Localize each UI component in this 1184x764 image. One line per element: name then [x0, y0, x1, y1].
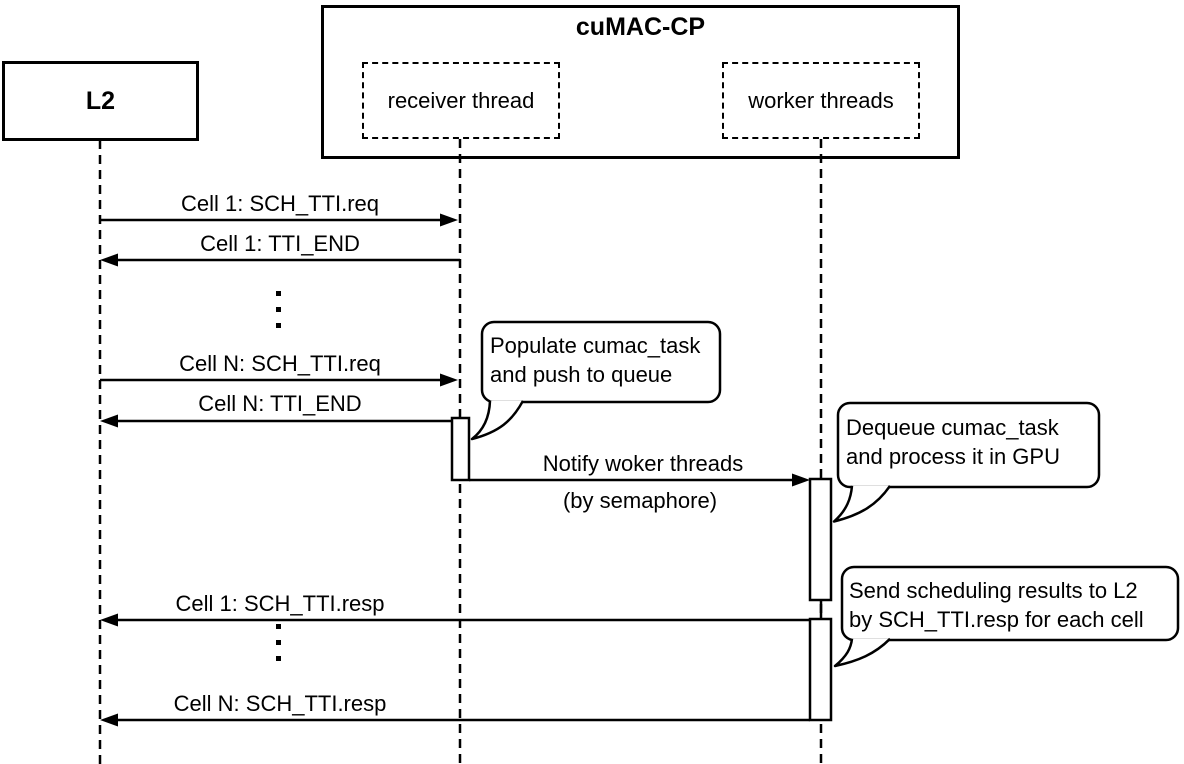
note-text-populate: Populate cumac_task and push to queue [490, 331, 700, 389]
arrow-cell1-end [100, 253, 460, 267]
note-tail-populate [470, 400, 525, 441]
message-label-celln-req: Cell N: SCH_TTI.req [179, 351, 381, 376]
arrow-celln-req [100, 373, 458, 387]
arrow-notify-workers [469, 473, 810, 487]
message-label-notify: Notify woker threads [542, 451, 744, 476]
note-text-send-line1: Send scheduling results to L2 [849, 578, 1138, 603]
ellipsis-dots-bottom [276, 624, 281, 661]
container-box-cumac-cp [321, 5, 960, 159]
arrow-celln-resp [100, 713, 810, 727]
note-text-populate-line1: Populate cumac_task [490, 333, 701, 358]
arrow-celln-end [100, 414, 452, 428]
container-title-cumac-cp: cuMAC-CP [575, 13, 706, 41]
note-text-send-line2: by SCH_TTI.resp for each cell [849, 607, 1144, 632]
activation-bar-worker-1 [808, 477, 833, 602]
actor-label-l2: L2 [85, 86, 116, 115]
arrow-cell1-req [100, 213, 458, 227]
message-label-cell1-resp: Cell 1: SCH_TTI.resp [175, 591, 385, 616]
message-label-notify-note: (by semaphore) [562, 488, 718, 513]
note-text-dequeue: Dequeue cumac_task and process it in GPU [846, 413, 1060, 471]
note-bubble-populate [480, 320, 722, 404]
note-tail-dequeue [832, 485, 892, 523]
ellipsis-dots-top [276, 291, 281, 328]
arrow-cell1-resp [100, 613, 810, 627]
note-text-dequeue-line2: and process it in GPU [846, 444, 1060, 469]
note-bubble-send [840, 565, 1180, 642]
participant-label-receiver-thread: receiver thread [387, 87, 535, 113]
note-tail-send [833, 637, 891, 668]
actor-box-l2: L2 [2, 61, 199, 141]
participant-box-receiver-thread: receiver thread [362, 62, 560, 139]
message-label-cell1-end: Cell 1: TTI_END [200, 231, 360, 256]
note-text-dequeue-line1: Dequeue cumac_task [846, 415, 1059, 440]
activation-bar-receiver [450, 416, 471, 482]
note-text-send: Send scheduling results to L2 by SCH_TTI… [849, 576, 1144, 634]
message-label-celln-end: Cell N: TTI_END [198, 391, 362, 416]
note-bubble-dequeue [836, 401, 1101, 489]
activation-bar-worker-2 [808, 617, 833, 722]
message-label-cell1-req: Cell 1: SCH_TTI.req [180, 191, 380, 216]
note-text-populate-line2: and push to queue [490, 362, 673, 387]
participant-label-worker-threads: worker threads [748, 87, 894, 113]
message-label-celln-resp: Cell N: SCH_TTI.resp [173, 691, 387, 716]
participant-box-worker-threads: worker threads [722, 62, 920, 139]
